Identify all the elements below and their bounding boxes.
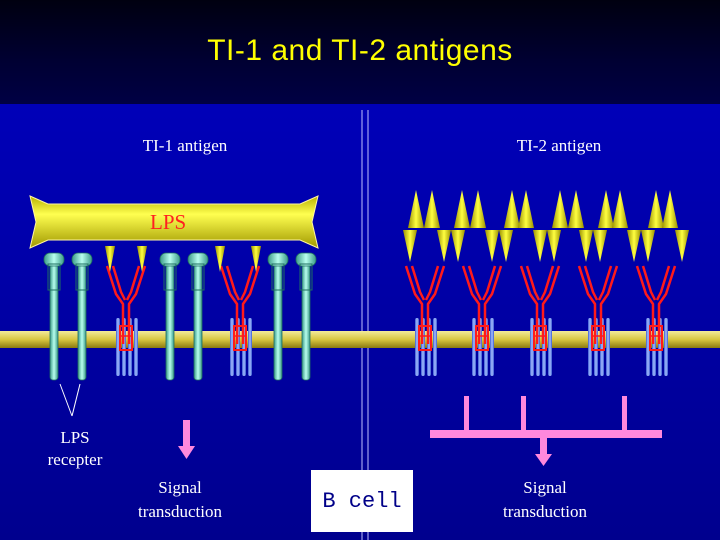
ti2-epitope (485, 230, 499, 262)
ti2-epitope (662, 190, 678, 228)
title-bar (0, 0, 720, 104)
cell-membrane (0, 331, 720, 348)
ti2-epitope (470, 190, 486, 228)
lps-receptor (267, 252, 289, 381)
page-title: TI-1 and TI-2 antigens (207, 34, 513, 67)
ti2-epitope (454, 190, 470, 228)
ti1-heading: TI-1 antigen (142, 136, 228, 155)
ti2-epitope (403, 230, 417, 262)
transmembrane-segment (490, 318, 494, 376)
lps-spike (105, 246, 115, 272)
lps-label: LPS (150, 210, 187, 234)
ti2-epitope (518, 190, 534, 228)
lps-receptor (43, 252, 65, 381)
ti2-epitope (499, 230, 513, 262)
ti2-epitope (504, 190, 520, 228)
transmembrane-segment (548, 318, 552, 376)
lps-spike (137, 246, 147, 272)
transmembrane-segment (433, 318, 437, 376)
ti2-antigen-epitopes (403, 190, 689, 262)
lps-receptors (43, 252, 317, 381)
right-signal-line1: Signal (523, 478, 567, 497)
antibodies (105, 265, 677, 351)
receptor-pointer (71, 383, 81, 417)
signal-arrow-left-head (178, 446, 195, 459)
signal-bracket (430, 396, 662, 466)
ti2-epitope (451, 230, 465, 262)
ti2-epitope (552, 190, 568, 228)
antibody (577, 265, 619, 351)
lps-spikes (105, 246, 261, 272)
lps-receptor (295, 252, 317, 381)
ti2-epitope (612, 190, 628, 228)
ti2-epitope (593, 230, 607, 262)
left-signal-line2: transduction (137, 502, 223, 521)
right-signal-line2: transduction (502, 502, 588, 521)
receptor-pointer (59, 383, 73, 417)
ti2-epitope (598, 190, 614, 228)
lps-molecule (29, 195, 319, 249)
antibody (635, 265, 677, 351)
receptor-label-line2: recepter (47, 450, 103, 469)
ti2-epitope (675, 230, 689, 262)
antibody (404, 265, 446, 351)
transmembrane-segment (248, 318, 252, 376)
lps-receptor (71, 252, 93, 381)
lps-receptor (159, 252, 181, 381)
ti2-epitope (568, 190, 584, 228)
antibody (461, 265, 503, 351)
lps-receptor (187, 252, 209, 381)
ti2-heading: TI-2 antigen (516, 136, 602, 155)
receptor-label-line1: LPS (60, 428, 90, 447)
transmembrane-segment (606, 318, 610, 376)
ti2-epitope (533, 230, 547, 262)
ti2-epitope (408, 190, 424, 228)
ti2-epitope (648, 190, 664, 228)
ti2-epitope (579, 230, 593, 262)
signal-arrow-left-shaft (183, 420, 190, 448)
ti2-epitope (627, 230, 641, 262)
antibody (519, 265, 561, 351)
antibody (105, 265, 147, 351)
lps-spike (251, 246, 261, 272)
lps-spike (215, 246, 225, 272)
ti2-epitope (424, 190, 440, 228)
transmembrane-segment (664, 318, 668, 376)
ti2-epitope (547, 230, 561, 262)
b-cell-label: B cell (311, 470, 413, 532)
transmembrane-segment (134, 318, 138, 376)
ti2-epitope (641, 230, 655, 262)
left-signal-line1: Signal (158, 478, 202, 497)
ti2-epitope (437, 230, 451, 262)
antibody (219, 265, 261, 351)
